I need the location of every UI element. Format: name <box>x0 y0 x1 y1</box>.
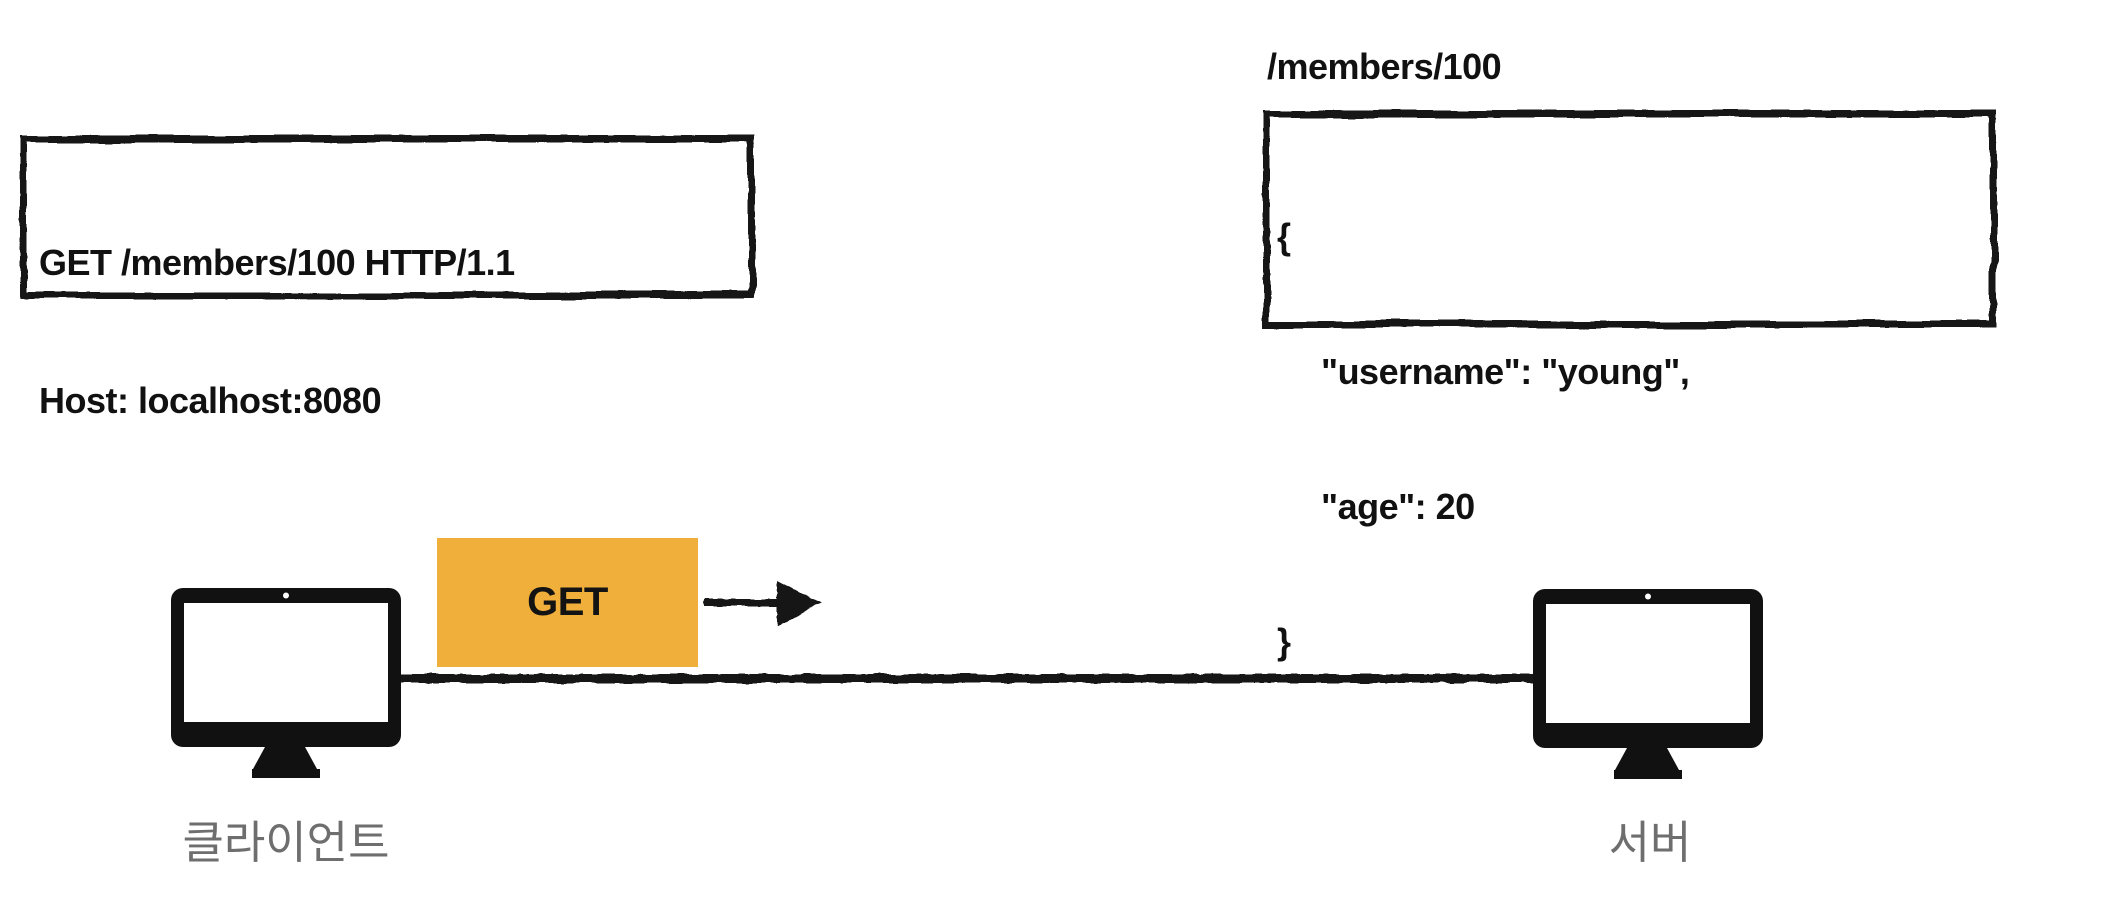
json-open-brace: { <box>1277 216 1291 257</box>
request-message-text: GET /members/100 HTTP/1.1 Host: localhos… <box>39 148 515 516</box>
request-line-host: Host: localhost:8080 <box>39 380 382 421</box>
resource-path-label: /members/100 <box>1267 46 1502 87</box>
response-json-box <box>1263 110 1997 328</box>
json-age-line: "age": 20 <box>1321 486 1475 527</box>
get-method-box: GET <box>437 538 698 667</box>
client-monitor-icon <box>171 588 401 778</box>
camera-dot-icon <box>283 592 289 599</box>
get-method-label: GET <box>527 580 608 624</box>
response-json-text: { "username": "young", "age": 20 } <box>1277 124 1690 754</box>
server-label: 서버 <box>1608 817 1692 868</box>
request-line-method: GET /members/100 HTTP/1.1 <box>39 242 515 283</box>
request-arrow-icon <box>704 580 821 627</box>
json-username-line: "username": "young", <box>1321 351 1690 392</box>
json-close-brace: } <box>1277 621 1291 662</box>
camera-dot-icon <box>1645 593 1651 600</box>
connection-line <box>400 674 1535 683</box>
client-label: 클라이언트 <box>182 817 390 868</box>
server-monitor-icon <box>1533 589 1763 779</box>
request-message-box <box>20 135 755 299</box>
